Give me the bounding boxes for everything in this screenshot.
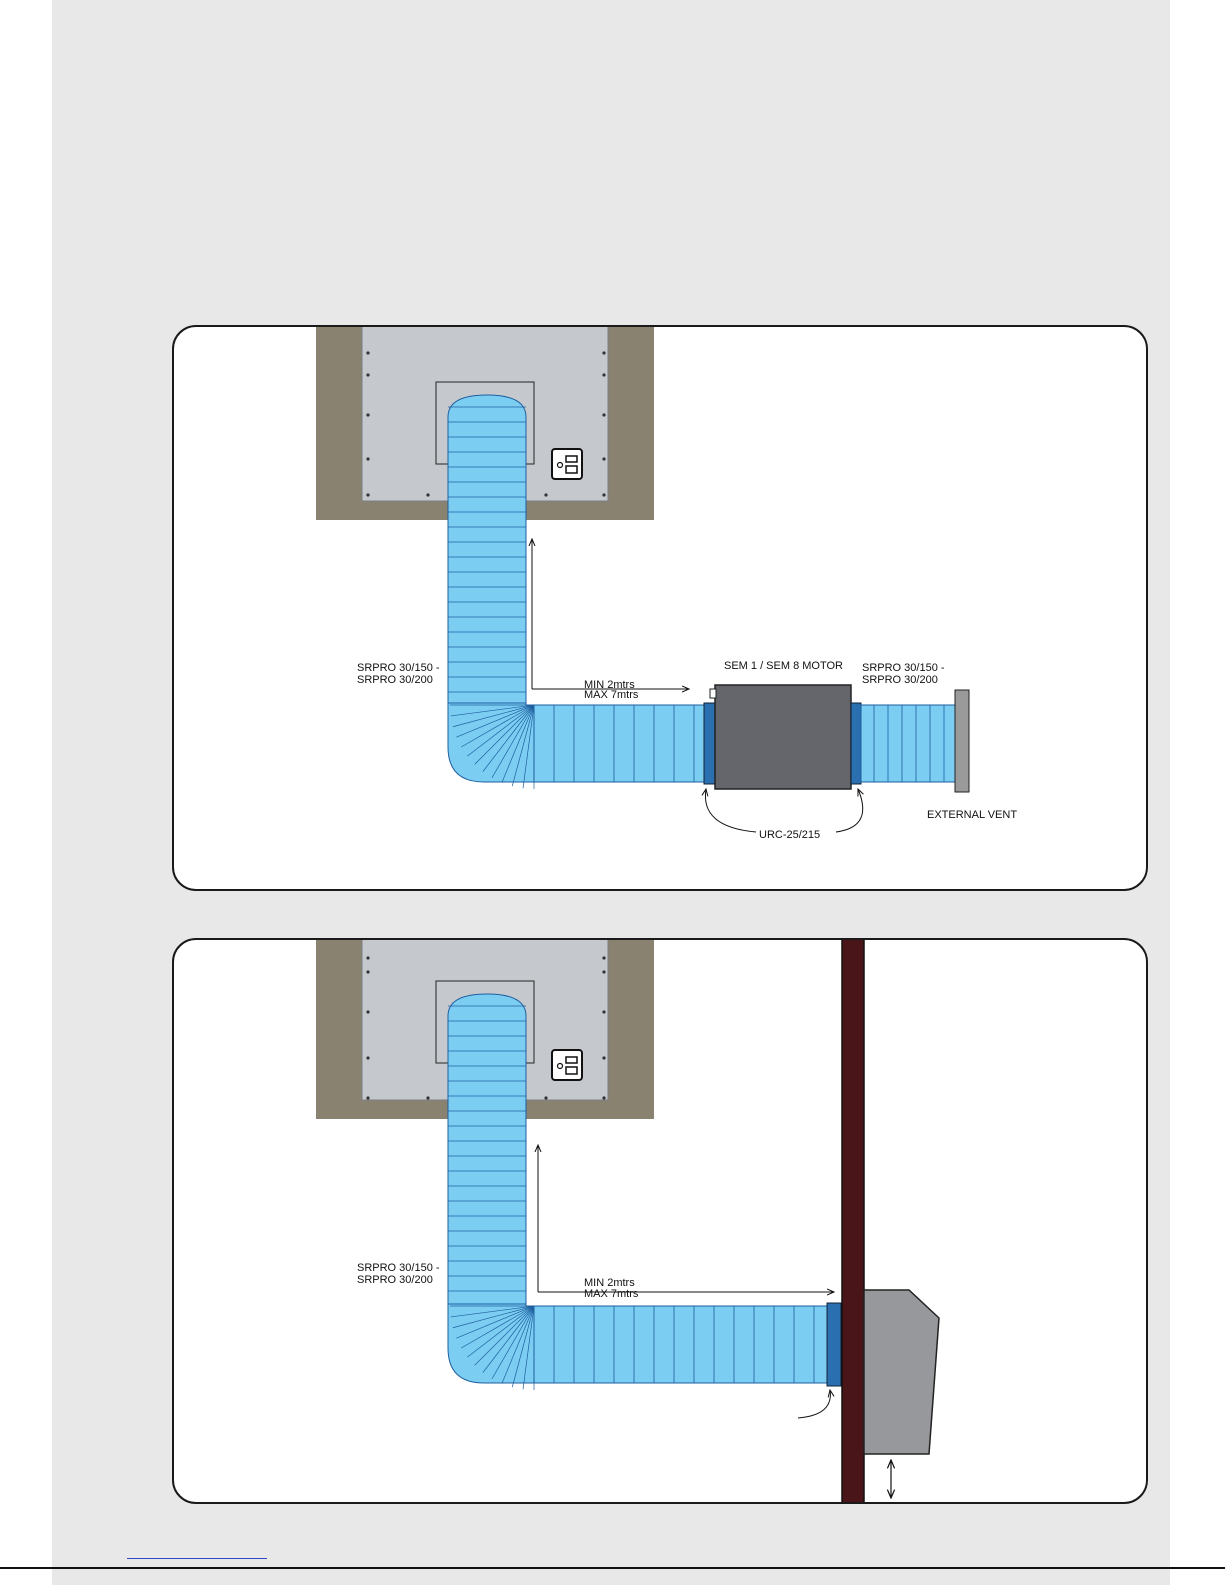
control-switch-icon — [552, 1050, 582, 1080]
diagram-bottom-graphic — [174, 940, 1146, 1502]
duct-model-label: SRPRO 30/150 -SRPRO 30/200 — [357, 1262, 440, 1286]
installation-diagram-outdoor-motor: SRPRO 30/150 -SRPRO 30/200 MIN 2mtrs MAX… — [172, 938, 1148, 1504]
external-vent — [955, 690, 969, 792]
installation-diagram-external-motor: SRPRO 30/150 -SRPRO 30/200 MIN 2mtrs MAX… — [172, 325, 1148, 891]
flexible-duct-vertical — [448, 994, 526, 1306]
max-length-label: MAX 7mtrs — [584, 1288, 638, 1300]
wall-connector — [827, 1303, 841, 1386]
motor-tab — [710, 689, 716, 698]
connector-left — [704, 703, 716, 784]
connector-callout-arrow — [798, 1390, 830, 1418]
length-dimension-arrows — [532, 539, 689, 689]
max-length-label: MAX 7mtrs — [584, 689, 638, 701]
control-switch-icon — [552, 449, 582, 479]
inline-motor — [715, 685, 851, 789]
motor-label: SEM 1 / SEM 8 MOTOR — [724, 660, 843, 672]
connector-right — [851, 703, 861, 784]
flexible-duct-horizontal — [534, 705, 706, 782]
external-vent-label: EXTERNAL VENT — [927, 809, 1017, 821]
flexible-duct-outlet — [861, 705, 955, 782]
footer-link-underline — [127, 1558, 267, 1559]
flexible-duct-elbow — [448, 1304, 536, 1390]
outlet-duct-model-label: SRPRO 30/150 -SRPRO 30/200 — [862, 662, 945, 686]
flexible-duct-horizontal — [534, 1306, 829, 1383]
footer-rule — [0, 1567, 1225, 1569]
length-dimension-arrows — [538, 1145, 834, 1292]
flexible-duct-vertical — [448, 395, 526, 705]
exterior-wall — [842, 940, 864, 1502]
flexible-duct-elbow — [448, 703, 536, 789]
duct-model-label: SRPRO 30/150 -SRPRO 30/200 — [357, 662, 440, 686]
manual-page: SRPRO 30/150 -SRPRO 30/200 MIN 2mtrs MAX… — [52, 0, 1170, 1585]
connector-callout-arrows — [705, 789, 862, 832]
outdoor-motor — [864, 1290, 939, 1454]
connector-label: URC-25/215 — [759, 829, 820, 841]
diagram-top-graphic — [174, 327, 1146, 889]
